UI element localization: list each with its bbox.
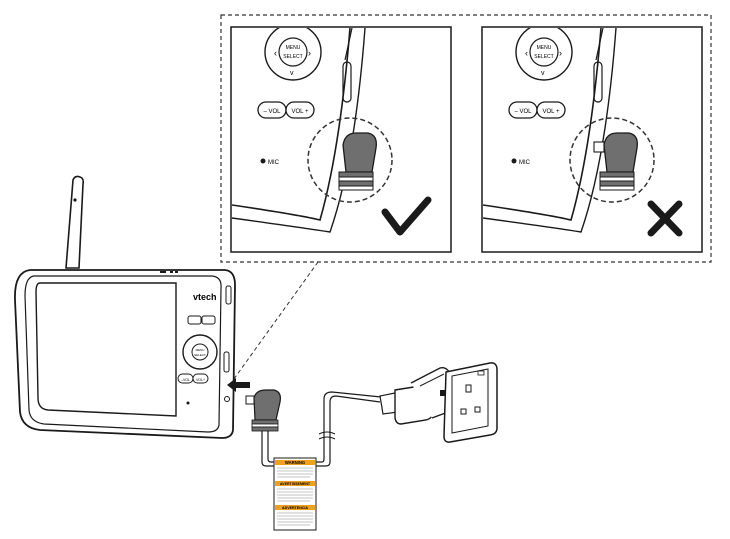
svg-text:‹: ‹ [525, 48, 528, 58]
svg-text:MIC: MIC [519, 160, 531, 166]
callout-frame [220, 14, 712, 263]
tag-warning: WARNING [285, 460, 305, 465]
svg-text:– VOL: – VOL [263, 109, 281, 115]
svg-text:–VOL: –VOL [181, 378, 190, 382]
leader-line [225, 261, 319, 391]
wall-socket [443, 362, 498, 443]
svg-text:v: v [541, 70, 545, 77]
svg-text:– VOL: – VOL [514, 109, 532, 115]
dpad-icon [264, 28, 322, 81]
svg-text:SELECT: SELECT [194, 353, 206, 357]
svg-text:v: v [290, 70, 294, 77]
select-label: SELECT [283, 54, 302, 60]
vol-plus-button [285, 101, 315, 119]
panel-incorrect: MENU SELECT ‹ › v – VOL VOL + MIC [481, 26, 703, 253]
tag-avertissement: AVERTISSEMENT [280, 482, 311, 486]
svg-text:MENU: MENU [537, 45, 552, 51]
power-adapter [379, 367, 456, 425]
menu-label: MENU [286, 45, 301, 51]
dc-plug [245, 389, 281, 432]
svg-text:SELECT: SELECT [534, 54, 553, 60]
zoom-circle [307, 117, 393, 203]
plug-loose [593, 132, 638, 191]
svg-text:VOL +: VOL + [543, 109, 560, 115]
plug-inserted [338, 132, 377, 191]
insert-arrow-icon [227, 378, 250, 392]
panel-correct: MENU SELECT ‹ › v – VOL VOL + MIC [230, 26, 452, 253]
device-dpad-icon [182, 334, 218, 370]
parent-unit: vtech MENU SELECT –VOL VOL+ [14, 175, 236, 439]
tag-advertencia: ADVERTENCIA [282, 506, 308, 510]
antenna [65, 175, 84, 269]
svg-text:VOL +: VOL + [292, 109, 309, 115]
warning-tag: WARNING AVERTISSEMENT ADVERTENCIA [273, 457, 317, 531]
svg-text:›: › [559, 48, 562, 58]
power-cable [261, 391, 382, 467]
screen [35, 282, 177, 417]
check-icon [381, 196, 432, 236]
svg-text:‹: ‹ [274, 48, 277, 58]
brand-logo: vtech [193, 292, 217, 302]
cross-icon [647, 200, 683, 237]
svg-text:›: › [308, 48, 311, 58]
svg-text:VOL+: VOL+ [196, 378, 205, 382]
svg-text:MENU: MENU [196, 348, 205, 352]
mic-label: MIC [268, 160, 280, 166]
